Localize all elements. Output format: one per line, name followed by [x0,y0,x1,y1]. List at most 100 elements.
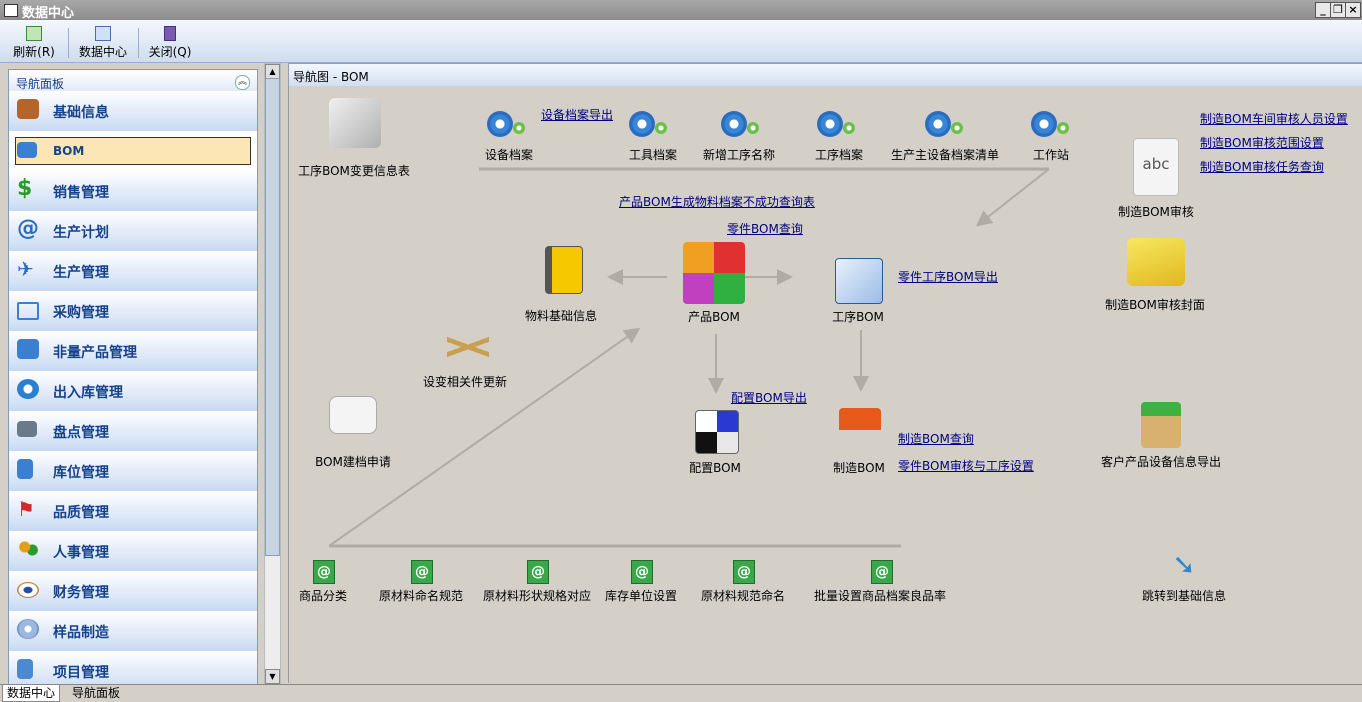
config-export-link[interactable]: 配置BOM导出 [731,391,807,405]
gear-icon[interactable] [487,111,513,137]
box-upload-icon[interactable] [1141,402,1181,448]
nav-item-label: 人事管理 [53,545,109,561]
tool-archive-label[interactable]: 工具档案 [628,148,677,162]
book-icon[interactable] [545,246,583,294]
nav-item-label: 销售管理 [53,185,109,201]
nav-item-label: 基础信息 [53,105,109,121]
at-sign-icon[interactable]: @ [733,560,755,584]
scroll-down-icon[interactable]: ▼ [265,669,280,684]
nav-item-basic-info[interactable]: 基础信息 [9,91,257,132]
nav-item-project[interactable]: 项目管理 [9,651,257,684]
bom-request-label[interactable]: BOM建档申请 [315,455,391,469]
audit-label[interactable]: 制造BOM审核 [1118,205,1194,219]
nav-item-hr[interactable]: 人事管理 [9,531,257,572]
gear-icon[interactable] [817,111,843,137]
scroll-up-icon[interactable]: ▲ [265,64,280,79]
stock-unit-label[interactable]: 库存单位设置 [604,589,677,603]
datacenter-button[interactable]: 数据中心 [76,23,130,61]
audit-cover-label[interactable]: 制造BOM审核封面 [1105,298,1205,312]
computer-icon [17,421,37,437]
note-pen-icon[interactable] [329,396,377,434]
spellcheck-icon[interactable]: abc [1133,138,1179,196]
at-sign-icon[interactable]: @ [631,560,653,584]
nav-item-production[interactable]: ✈ 生产管理 [9,251,257,292]
nav-item-finance[interactable]: 财务管理 [9,571,257,612]
nav-item-nonmass[interactable]: 非量产品管理 [9,331,257,372]
customer-export-label[interactable]: 客户产品设备信息导出 [1100,455,1221,469]
org-chart-icon[interactable] [839,408,881,452]
workshop-auditor-link[interactable]: 制造BOM车间审核人员设置 [1200,112,1348,126]
dollar-icon: $ [17,176,33,201]
at-sign-icon[interactable]: @ [527,560,549,584]
nav-item-purchase[interactable]: 采购管理 [9,291,257,332]
cubes-icon[interactable] [683,242,745,304]
nav-header: 导航面板 ︽ [9,70,257,94]
nav-item-inventory[interactable]: 盘点管理 [9,411,257,452]
refresh-button[interactable]: 刷新(R) [10,23,58,61]
nav-item-production-plan[interactable]: @ 生产计划 [9,211,257,252]
toolbar-separator [68,28,69,58]
flag-icon: ⚑ [17,497,35,521]
selection-highlight [15,137,251,165]
tab-nav-panel[interactable]: 导航面板 [72,686,121,700]
audit-task-query-link[interactable]: 制造BOM审核任务查询 [1200,160,1324,174]
fail-query-link[interactable]: 产品BOM生成物料档案不成功查询表 [619,195,815,209]
close-button[interactable]: 关闭(Q) [146,23,194,61]
main-device-list-label[interactable]: 生产主设备档案清单 [890,148,999,162]
related-update-label[interactable]: 设变相关件更新 [422,375,507,389]
raw-naming-rule-label[interactable]: 原材料命名规范 [378,589,463,603]
raw-shape-spec-label[interactable]: 原材料形状规格对应 [482,589,591,603]
device-archive-label[interactable]: 设备档案 [484,148,533,162]
mailbox-icon[interactable] [329,98,381,148]
nav-item-bom[interactable]: BOM [9,131,257,172]
material-info-label[interactable]: 物料基础信息 [524,309,597,323]
raw-standard-naming-label[interactable]: 原材料规范命名 [700,589,785,603]
at-sign-icon[interactable]: @ [871,560,893,584]
manufacture-bom-label[interactable]: 制造BOM [833,461,885,475]
nav-item-inout[interactable]: 出入库管理 [9,371,257,412]
category-label[interactable]: 商品分类 [298,589,347,603]
at-sign-icon[interactable]: @ [411,560,433,584]
close-label: 关闭(Q) [148,45,192,59]
product-bom-label[interactable]: 产品BOM [688,310,740,324]
arrow-down-right-icon[interactable]: ➘ [1172,548,1196,581]
arrow-to-process-bom [975,168,1050,227]
nav-item-label: 样品制造 [53,625,109,641]
ruler-triangle-icon[interactable] [447,330,489,364]
scroll-thumb[interactable] [265,78,280,556]
notebook-clover-icon[interactable] [1127,238,1185,286]
config-bom-label[interactable]: 配置BOM [689,461,741,475]
config-grid-icon[interactable] [695,410,739,454]
part-bom-query-link[interactable]: 零件BOM查询 [727,222,803,236]
minimize-button[interactable]: _ [1315,2,1331,18]
small-gear-icon [1057,122,1069,134]
nav-item-quality[interactable]: ⚑ 品质管理 [9,491,257,532]
change-info-label[interactable]: 工序BOM变更信息表 [298,164,410,178]
restore-button[interactable]: ❐ [1330,2,1346,18]
workstation-label[interactable]: 工作站 [1032,148,1069,162]
device-export-link[interactable]: 设备档案导出 [541,108,614,122]
manufacture-query-link[interactable]: 制造BOM查询 [898,432,974,446]
close-window-button[interactable]: × [1345,2,1361,18]
jump-basic-label[interactable]: 跳转到基础信息 [1141,589,1226,603]
tab-datacenter[interactable]: 数据中心 [2,685,61,702]
nav-item-sample[interactable]: 样品制造 [9,611,257,652]
cart-icon [17,302,39,320]
nav-item-location[interactable]: 库位管理 [9,451,257,492]
gear-icon[interactable] [721,111,747,137]
nav-item-sales[interactable]: $ 销售管理 [9,171,257,212]
gear-icon[interactable] [925,111,951,137]
process-bom-label[interactable]: 工序BOM [832,310,884,324]
new-process-name-label[interactable]: 新增工序名称 [702,148,775,162]
collapse-icon[interactable]: ︽ [235,75,250,90]
panel-header: 导航图 - BOM [288,63,1362,87]
part-process-export-link[interactable]: 零件工序BOM导出 [898,270,998,284]
at-sign-icon[interactable]: @ [313,560,335,584]
network-icon[interactable] [835,258,883,304]
part-audit-link[interactable]: 零件BOM审核与工序设置 [898,459,1034,473]
gear-icon[interactable] [1031,111,1057,137]
audit-scope-link[interactable]: 制造BOM审核范围设置 [1200,136,1324,150]
process-archive-label[interactable]: 工序档案 [814,148,863,162]
batch-yield-label[interactable]: 批量设置商品档案良品率 [813,589,946,603]
gear-icon[interactable] [629,111,655,137]
